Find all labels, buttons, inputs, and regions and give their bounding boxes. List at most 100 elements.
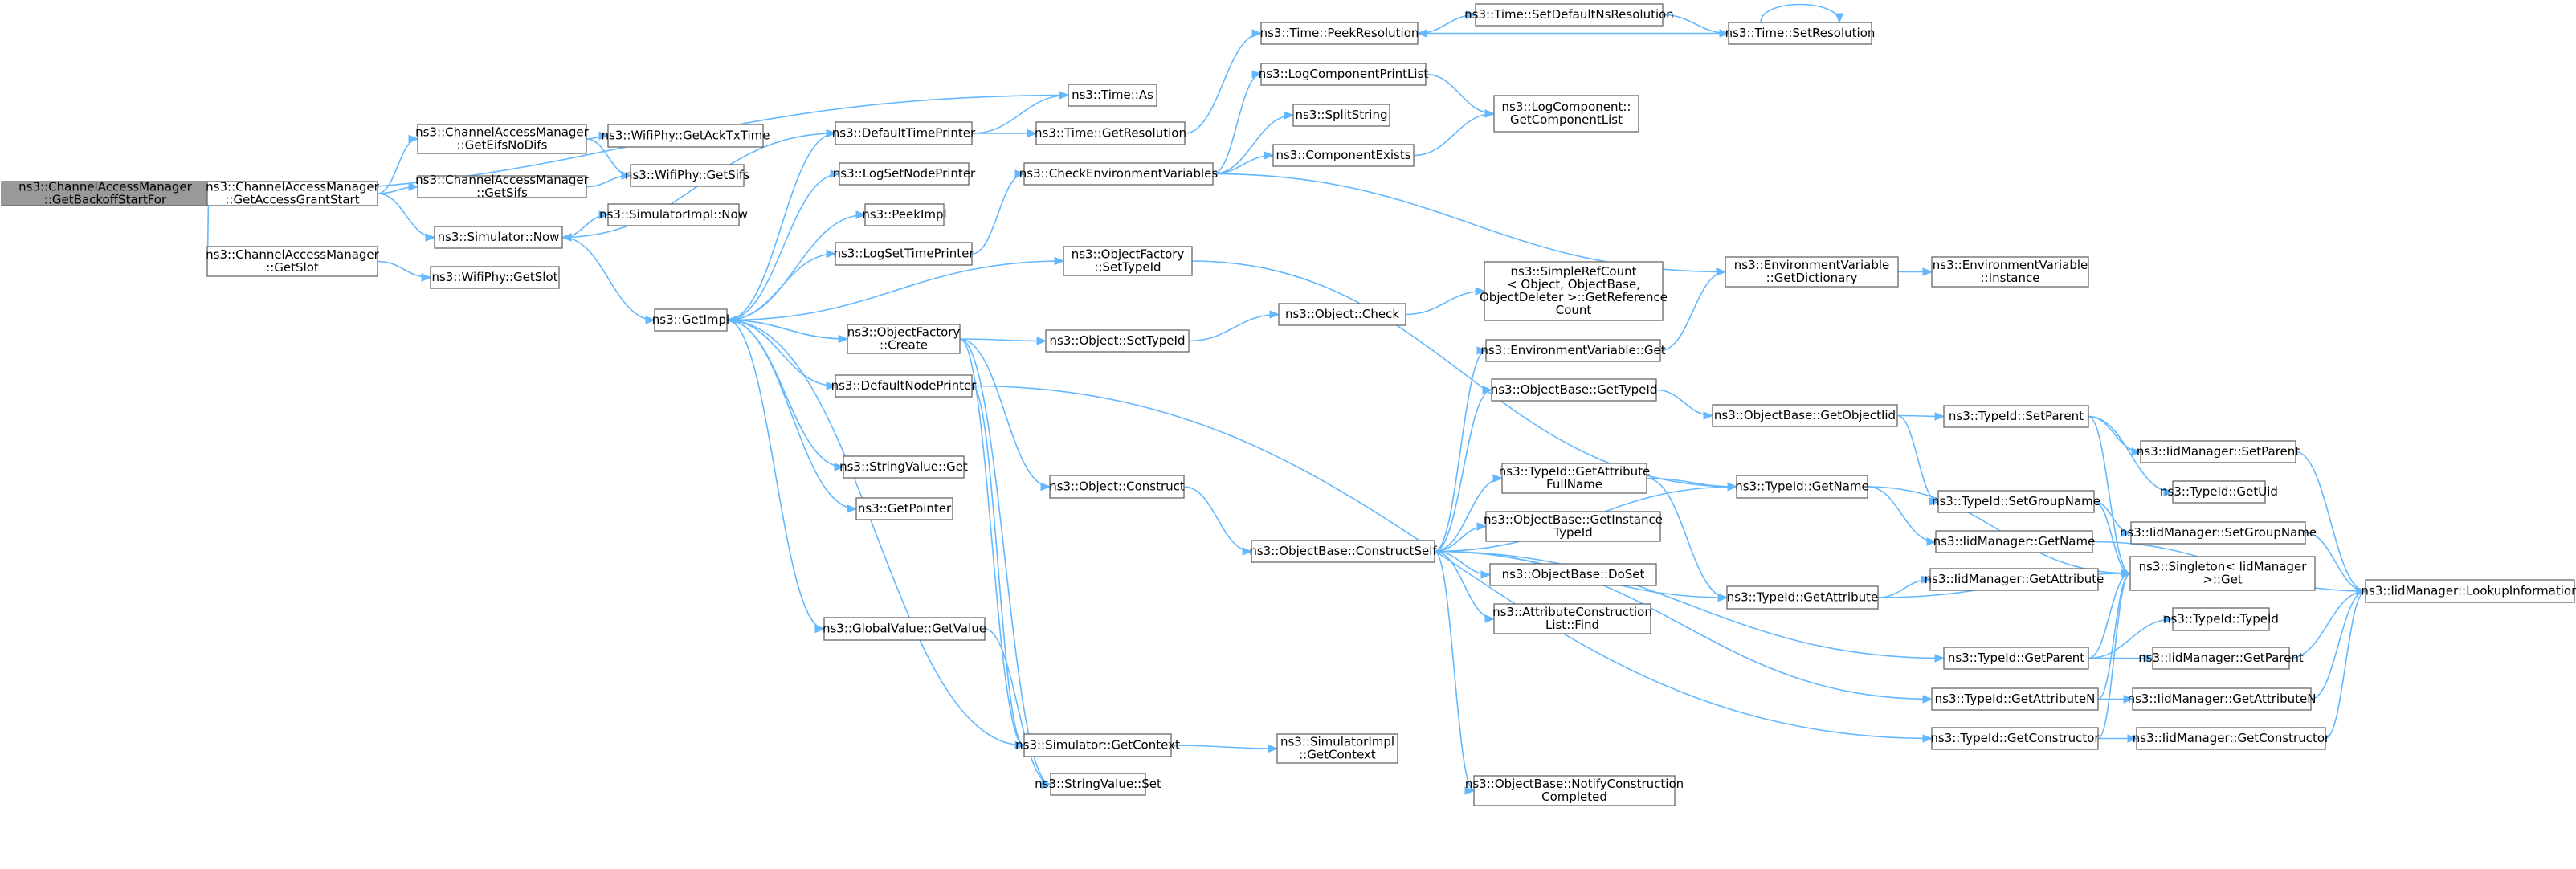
function-node-box <box>847 324 961 354</box>
function-node-box <box>855 497 953 520</box>
call-edge-gvget-to-svset <box>984 628 1052 789</box>
function-node-box <box>607 124 764 148</box>
function-node-geifs[interactable]: ns3::ChannelAccessManager::GetEifsNoDifs <box>415 124 590 154</box>
function-node-box <box>1251 540 1435 563</box>
function-node-label: ns3::SimpleRefCount< Object, ObjectBase,… <box>1480 264 1668 317</box>
function-node-lcpl[interactable]: ns3::LogComponentPrintList <box>1259 63 1429 86</box>
function-node-label: ns3::Object::Check <box>1285 307 1399 321</box>
function-node-tidsetparent[interactable]: ns3::TypeId::SetParent <box>1943 405 2089 428</box>
call-edge-getimpl-to-ofsettid <box>726 256 1065 321</box>
function-node-box <box>1049 475 1185 499</box>
function-node-dtp[interactable]: ns3::DefaultTimePrinter <box>832 121 976 145</box>
function-node-label: ns3::IidManager::GetConstructor <box>2133 731 2330 745</box>
function-node-label: ns3::LogSetNodePrinter <box>833 166 976 181</box>
function-node-getimpl[interactable]: ns3::GetImpl <box>652 308 729 332</box>
function-node-iidgan[interactable]: ns3::IidManager::GetAttributeN <box>2128 687 2317 711</box>
function-node-label: ns3::ChannelAccessManager::GetSlot <box>206 247 379 275</box>
function-node-setres[interactable]: ns3::Time::SetResolution <box>1725 22 1876 45</box>
function-node-tidtid[interactable]: ns3::TypeId::TypeId <box>2163 607 2279 631</box>
call-edge-ofcreate-to-svset <box>959 338 1052 789</box>
function-node-ofsettid[interactable]: ns3::ObjectFactory::SetTypeId <box>1063 246 1193 276</box>
function-node-objsettid[interactable]: ns3::Object::SetTypeId <box>1045 329 1190 353</box>
function-node-box <box>1050 773 1146 796</box>
function-node-tidgan[interactable]: ns3::TypeId::GetAttributeN <box>1931 687 2099 711</box>
function-node-physlot[interactable]: ns3::WifiPhy::GetSlot <box>430 266 560 289</box>
function-node-getptr[interactable]: ns3::GetPointer <box>855 497 953 520</box>
function-node-evgd[interactable]: ns3::EnvironmentVariable::GetDictionary <box>1725 256 1899 288</box>
function-node-gsifs[interactable]: ns3::ChannelAccessManager::GetSifs <box>415 173 589 200</box>
call-edge-dtp-to-timeas <box>971 91 1070 134</box>
function-node-objcons[interactable]: ns3::Object::Construct <box>1049 475 1185 499</box>
function-node-peekimpl[interactable]: ns3::PeekImpl <box>862 203 947 226</box>
function-node-evget[interactable]: ns3::EnvironmentVariable::Get <box>1480 339 1666 362</box>
call-edge-tidgafn-to-tidgetattr <box>1646 477 1729 602</box>
call-edge-ofcreate-to-simctx <box>959 338 1026 750</box>
function-node-box <box>1489 563 1657 586</box>
function-node-gslot[interactable]: ns3::ChannelAccessManager::GetSlot <box>206 246 380 277</box>
function-node-iidgc[interactable]: ns3::IidManager::GetConstructor <box>2133 727 2330 750</box>
function-node-tidgc[interactable]: ns3::TypeId::GetConstructor <box>1930 727 2100 750</box>
function-node-ofcreate[interactable]: ns3::ObjectFactory::Create <box>847 324 961 354</box>
function-node-iidgetattr[interactable]: ns3::IidManager::GetAttribute <box>1925 568 2104 591</box>
function-node-label: ns3::LogComponentPrintList <box>1259 67 1429 81</box>
function-node-tidgetuid[interactable]: ns3::TypeId::GetUid <box>2160 480 2278 504</box>
function-node-getres[interactable]: ns3::Time::GetResolution <box>1035 121 1186 145</box>
function-node-box <box>1023 162 1214 186</box>
call-edge-objcheck-to-srcgrc <box>1405 287 1486 316</box>
call-edge-cev-to-evgd <box>1212 173 1727 276</box>
function-node-tidsgn[interactable]: ns3::TypeId::SetGroupName <box>1932 490 2100 513</box>
function-node-obdoset[interactable]: ns3::ObjectBase::DoSet <box>1489 563 1657 586</box>
function-node-dnp[interactable]: ns3::DefaultNodePrinter <box>831 374 978 398</box>
call-edge-setres-to-setres <box>1760 3 1844 24</box>
function-node-ackt[interactable]: ns3::WifiPhy::GetAckTxTime <box>602 124 770 148</box>
function-node-singget[interactable]: ns3::Singleton< IidManager>::Get <box>2129 556 2316 591</box>
function-node-label: ns3::IidManager::GetAttribute <box>1925 572 2104 586</box>
function-node-iidgetparent[interactable]: ns3::IidManager::GetParent <box>2138 647 2304 670</box>
function-node-svset[interactable]: ns3::StringValue::Set <box>1035 773 1161 796</box>
function-node-tidgetattr[interactable]: ns3::TypeId::GetAttribute <box>1726 585 1879 610</box>
function-node-box <box>1943 647 2089 670</box>
function-node-tidgetparent[interactable]: ns3::TypeId::GetParent <box>1943 647 2089 670</box>
function-node-root[interactable]: ns3::ChannelAccessManager::GetBackoffSta… <box>1 179 210 206</box>
function-node-svget[interactable]: ns3::StringValue::Get <box>839 455 968 479</box>
function-node-obgettid[interactable]: ns3::ObjectBase::GetTypeId <box>1491 378 1658 402</box>
function-node-gags[interactable]: ns3::ChannelAccessManager::GetAccessGran… <box>206 179 379 206</box>
function-node-lsnp[interactable]: ns3::LogSetNodePrinter <box>833 162 976 186</box>
function-node-label: ns3::TypeId::GetParent <box>1948 651 2084 665</box>
function-node-lstp[interactable]: ns3::LogSetTimePrinter <box>833 242 974 266</box>
function-node-implctx[interactable]: ns3::SimulatorImpl::GetContext <box>1276 733 1398 764</box>
function-node-label: ns3::ObjectBase::GetObjectIid <box>1714 408 1896 422</box>
function-node-iidli[interactable]: ns3::IidManager::LookupInformation <box>2361 579 2576 603</box>
function-node-cev[interactable]: ns3::CheckEnvironmentVariables <box>1019 162 1219 186</box>
function-node-compex[interactable]: ns3::ComponentExists <box>1272 144 1415 167</box>
function-node-split[interactable]: ns3::SplitString <box>1292 104 1390 127</box>
function-node-simctx[interactable]: ns3::Simulator::GetContext <box>1015 733 1180 757</box>
call-edge-ofcreate-to-objcons <box>959 338 1051 492</box>
function-node-label: ns3::Singleton< IidManager>::Get <box>2139 559 2308 586</box>
function-node-obcs[interactable]: ns3::ObjectBase::ConstructSelf <box>1249 540 1437 563</box>
function-node-gvget[interactable]: ns3::GlobalValue::GetValue <box>823 617 986 641</box>
function-node-obgoiid[interactable]: ns3::ObjectBase::GetObjectIid <box>1712 404 1898 427</box>
function-node-tidgetname[interactable]: ns3::TypeId::GetName <box>1735 475 1869 499</box>
function-node-simnow[interactable]: ns3::Simulator::Now <box>434 226 563 249</box>
function-node-lcgcl[interactable]: ns3::LogComponent::GetComponentList <box>1493 95 1639 133</box>
function-node-implnow[interactable]: ns3::SimulatorImpl::Now <box>599 203 748 226</box>
function-node-iidsgn[interactable]: ns3::IidManager::SetGroupName <box>2120 521 2317 545</box>
function-node-peekres[interactable]: ns3::Time::PeekResolution <box>1260 22 1419 45</box>
call-edge-obcs-to-tidgan <box>1434 550 1933 704</box>
function-node-evinst[interactable]: ns3::EnvironmentVariable::Instance <box>1931 256 2089 288</box>
function-node-objcheck[interactable]: ns3::Object::Check <box>1278 303 1406 326</box>
function-node-srcgrc[interactable]: ns3::SimpleRefCount< Object, ObjectBase,… <box>1480 261 1668 321</box>
function-node-timeas[interactable]: ns3::Time::As <box>1068 84 1157 107</box>
function-node-box <box>2172 607 2270 631</box>
function-node-physifs[interactable]: ns3::WifiPhy::GetSifs <box>625 164 749 187</box>
call-edge-getimpl-to-lstp <box>726 249 837 321</box>
function-node-setdefres[interactable]: ns3::Time::SetDefaultNsResolution <box>1464 3 1674 27</box>
function-node-iidsetparent[interactable]: ns3::IidManager::SetParent <box>2137 440 2300 463</box>
function-node-iidgetname[interactable]: ns3::IidManager::GetName <box>1933 530 2096 553</box>
